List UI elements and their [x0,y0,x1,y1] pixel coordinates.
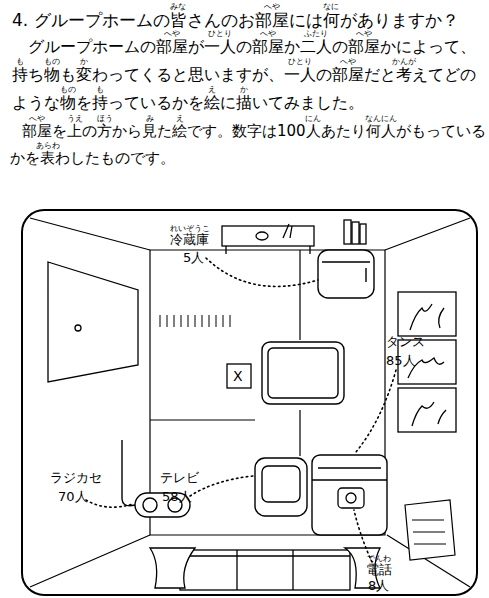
desk [360,224,366,244]
leader-line [86,258,396,562]
leader-line [206,258,318,286]
window-bottom [180,550,350,590]
item-name: ラジカセ [50,470,102,486]
item-name: タンス [386,334,425,350]
calendar [412,520,446,544]
telephone [346,493,356,503]
refrigerator [322,262,370,282]
radio-cassette [143,498,157,512]
furigana: もの [60,85,76,94]
chest-of-drawers [312,455,387,535]
furigana: え [176,114,184,123]
desk [256,232,268,240]
cushion-mark: X [233,367,243,385]
furigana: にん [305,114,321,123]
furigana: か [80,57,88,66]
furigana: もの [44,57,60,66]
low-table [262,342,344,404]
refrigerator [318,250,374,298]
radio-cassette [122,440,135,506]
furigana: ほう [97,114,113,123]
furigana: ふたり [304,29,328,38]
desk [226,246,310,254]
furigana: でんわ [367,554,391,563]
window-right [398,388,456,432]
room-frame [22,210,477,595]
desk [222,220,366,254]
desk [283,224,292,238]
wall-poster [75,325,81,331]
item-name: テレビ [160,470,199,486]
furigana: へや [340,57,356,66]
furigana: ひとり [288,57,312,66]
telephone [338,488,364,508]
refrigerator [318,250,374,298]
furigana: み [146,114,154,123]
furigana: へや [260,29,276,38]
furigana: れいぞうこ [170,224,210,233]
body-paragraph: グループホームの部屋が一人の部屋か二人の部屋かによって、持ち物も変わってくると思… [12,33,482,117]
room-edge [30,218,470,587]
window-right [412,402,446,426]
furigana: へや [264,2,280,11]
desk [344,220,351,244]
room-frame [22,210,477,595]
window-bottom [180,550,350,590]
window-bottom [150,548,380,590]
heater-vent [160,315,230,327]
owner-count: 58人 [162,489,192,505]
furigana: へや [356,29,372,38]
furigana: も [96,85,104,94]
wall-poster [48,262,138,382]
television [262,466,300,502]
item-name: 冷蔵庫 [170,232,209,248]
window-right [398,292,456,336]
room-edge [30,218,470,587]
chest-of-drawers [312,455,387,535]
cushion [227,364,251,388]
furigana: か [240,85,248,94]
heading: 4. グループホームの皆さんのお部屋には何がありますか？ [12,8,459,32]
heater-vent [160,315,230,327]
television [255,458,307,516]
low-table [268,348,338,398]
furigana: うえ [67,114,83,123]
telephone [338,488,364,508]
wall-poster [48,262,138,382]
furigana: ひとり [208,29,232,38]
room-edge [150,250,385,535]
furigana: みな [170,2,186,11]
calendar [405,500,455,560]
furigana: え [208,85,216,94]
furigana: へや [29,114,45,123]
leader-line [356,370,396,452]
owner-count: 5人 [183,250,204,266]
furigana: へや [164,29,180,38]
leader-line [190,476,253,496]
window-bottom [150,548,195,588]
furigana: あらわ [36,141,60,150]
desk [352,222,359,244]
cushion [227,364,251,388]
owner-count: 85人 [386,353,416,369]
item-name: 電話 [366,562,392,578]
leader-line [86,500,133,507]
calendar [405,500,455,560]
furigana: なんにん [365,114,397,123]
body-paragraph: 部屋を上の方から見た絵です。数字は100人あたり何人がもっているかを表わしたもの… [10,118,488,172]
television [255,458,307,516]
chest-of-drawers [312,468,387,480]
owner-count: 70人 [58,489,88,505]
window-right [410,304,444,330]
furigana: なに [323,2,339,11]
furigana: かんが [392,57,416,66]
owner-count: 8人 [368,578,389,594]
furigana: も [16,57,24,66]
low-table [262,342,344,404]
desk [222,226,314,246]
